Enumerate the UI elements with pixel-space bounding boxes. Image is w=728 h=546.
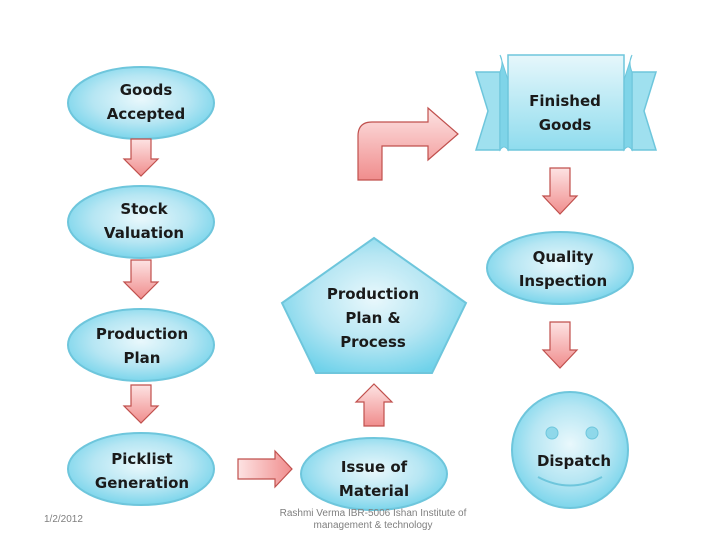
quality-inspection-label: Quality Inspection	[518, 248, 608, 290]
picklist-generation-label: Picklist Generation	[94, 450, 190, 492]
footer-credit: Rashmi Verma IBR-5006 Ishan Institute of…	[279, 508, 467, 531]
dispatch-smiley-node	[511, 391, 629, 509]
finished-goods-banner	[474, 54, 658, 152]
arrow-right	[237, 449, 293, 489]
production-plan-process-node	[280, 236, 468, 374]
arrow-bent	[357, 106, 459, 181]
goods-accepted-label: Goods Accepted	[106, 81, 186, 123]
finished-goods-label: Finished Goods	[529, 92, 601, 134]
quality-inspection-node	[486, 231, 634, 305]
arrow-down-3	[122, 384, 160, 424]
production-plan-node	[67, 308, 215, 382]
picklist-generation-node	[67, 432, 215, 506]
arrow-down-5	[541, 321, 579, 369]
stock-valuation-label: Stock Valuation	[103, 200, 185, 242]
production-plan-label: Production Plan	[95, 325, 189, 367]
arrow-down-4	[541, 167, 579, 215]
production-plan-process-label: Production Plan & Process	[326, 285, 420, 351]
issue-of-material-node	[300, 437, 448, 511]
footer-date: 1/2/2012	[44, 514, 83, 525]
issue-of-material-label: Issue of Material	[338, 458, 410, 500]
stock-valuation-node	[67, 185, 215, 259]
arrow-up	[354, 383, 394, 427]
arrow-down-1	[122, 138, 160, 177]
dispatch-label: Dispatch	[536, 452, 612, 470]
arrow-down-2	[122, 259, 160, 300]
